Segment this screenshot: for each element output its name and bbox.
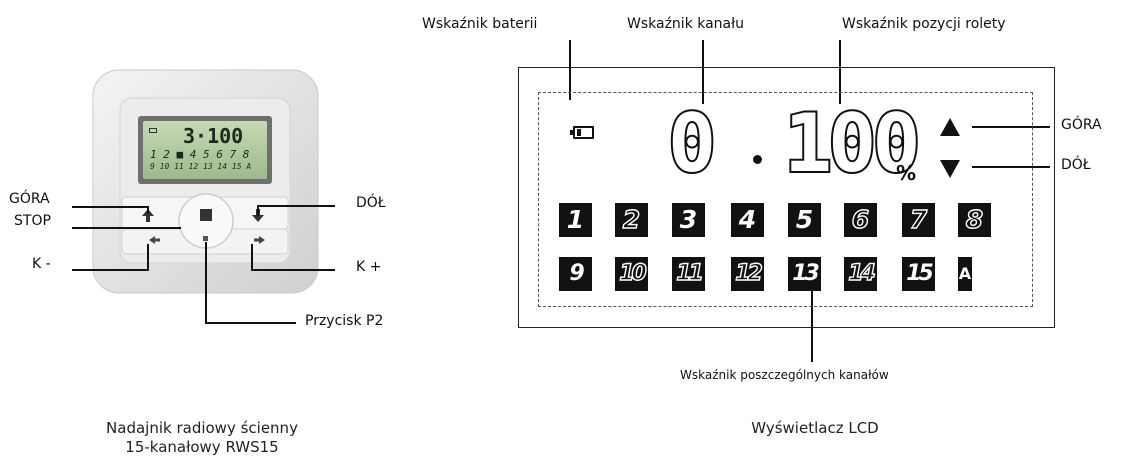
channel-3: 3	[672, 203, 705, 237]
up-arrow-icon	[142, 209, 154, 222]
label-lcd-down: DÓŁ	[1061, 157, 1091, 173]
channel-10: 10	[615, 257, 648, 291]
channel-5: 5	[788, 203, 821, 237]
label-k-plus: K +	[356, 259, 382, 275]
device-screen-row2: 9 10 11 12 13 14 15 A	[150, 162, 252, 171]
stop-icon	[200, 209, 212, 221]
channel-4: 4	[731, 203, 764, 237]
label-up: GÓRA	[9, 191, 50, 207]
channel-7: 7	[902, 203, 935, 237]
channel-16: A	[958, 257, 972, 291]
channel-15: 15	[902, 257, 935, 291]
device-screen-row1: 1 2 ■ 4 5 6 7 8	[150, 148, 250, 161]
device-caption-line2: 15-kanałowy RWS15	[125, 438, 279, 456]
device-battery-icon	[149, 128, 157, 133]
channel-11: 11	[672, 257, 705, 291]
channel-2: 2	[615, 203, 648, 237]
device-lcd	[143, 121, 267, 179]
label-lcd-up: GÓRA	[1061, 117, 1102, 133]
lcd-inner-frame	[538, 92, 1033, 307]
channel-digit: 0	[666, 97, 718, 190]
battery-icon	[570, 126, 594, 139]
channel-14: 14	[844, 257, 877, 291]
label-channels: Wskaźnik poszczególnych kanałów	[680, 368, 889, 382]
device-caption: Nadajnik radiowy ścienny 15-kanałowy RWS…	[92, 419, 312, 457]
percent-sign: %	[896, 161, 917, 185]
device-caption-line1: Nadajnik radiowy ścienny	[106, 419, 298, 437]
label-channel: Wskaźnik kanału	[627, 16, 744, 32]
separator-dot	[753, 155, 762, 164]
label-p2: Przycisk P2	[305, 313, 384, 329]
label-down: DÓŁ	[356, 195, 386, 211]
channel-6: 6	[844, 203, 877, 237]
right-arrow-icon	[254, 236, 265, 244]
down-triangle-icon	[940, 160, 960, 178]
label-position: Wskaźnik pozycji rolety	[842, 16, 1006, 32]
p2-icon	[203, 236, 208, 241]
label-stop: STOP	[14, 213, 51, 229]
channel-1: 1	[559, 203, 592, 237]
left-arrow-icon	[149, 236, 160, 244]
up-triangle-icon	[940, 118, 960, 136]
label-battery: Wskaźnik baterii	[422, 16, 538, 32]
channel-8: 8	[958, 203, 991, 237]
channel-13: 13	[788, 257, 821, 291]
label-k-minus: K -	[32, 256, 51, 272]
channel-12: 12	[731, 257, 764, 291]
channel-9: 9	[559, 257, 592, 291]
position-digits: 100	[782, 97, 922, 190]
device-screen-main: 3·100	[183, 124, 244, 148]
lcd-outer-frame	[518, 67, 1055, 328]
lcd-caption: Wyświetlacz LCD	[751, 419, 879, 437]
